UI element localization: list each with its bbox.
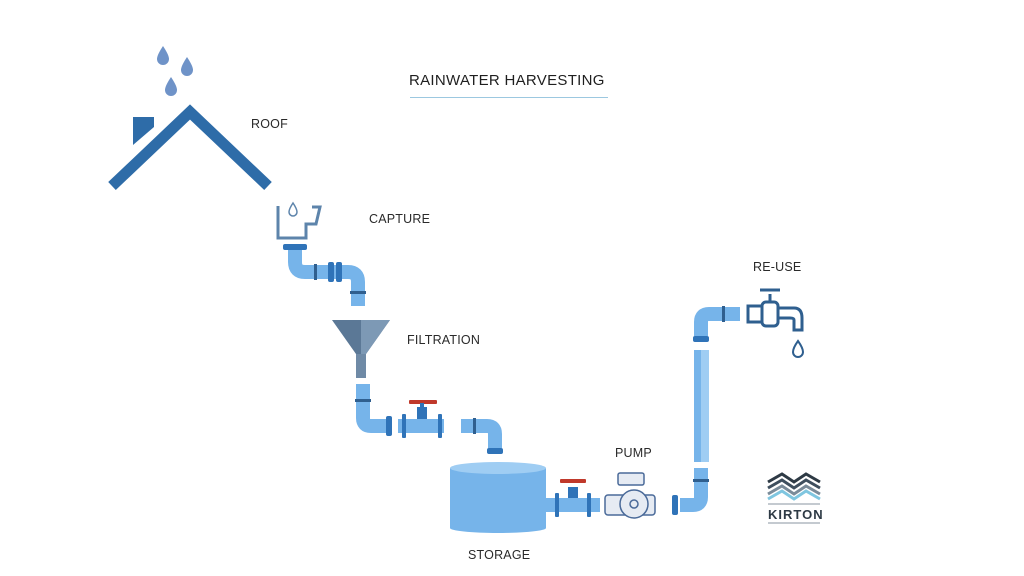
capture-pipe [283, 244, 366, 306]
kirton-logo-icon [767, 472, 821, 524]
stage-label-storage: STORAGE [468, 548, 531, 562]
rain-drops-icon [157, 46, 193, 96]
logo-text: KIRTON [768, 507, 824, 522]
diagram-title: RAINWATER HARVESTING [409, 72, 605, 89]
reuse-pipe [672, 306, 740, 515]
capture-gutter-icon [276, 201, 322, 240]
pump-icon [604, 472, 656, 519]
storage-pump-pipe [546, 479, 600, 517]
title-underline [410, 97, 608, 98]
storage-tank-icon [450, 462, 546, 533]
stage-label-reuse: RE-USE [753, 260, 802, 274]
filtration-pipe [355, 384, 503, 454]
valve-handle [409, 400, 437, 404]
stage-label-roof: ROOF [251, 117, 288, 131]
stage-label-filtration: FILTRATION [407, 333, 481, 347]
stage-label-capture: CAPTURE [369, 212, 431, 226]
faucet-icon [746, 288, 805, 358]
stage-label-pump: PUMP [615, 446, 652, 460]
roof-icon [108, 104, 272, 190]
filtration-funnel-icon [332, 320, 390, 378]
valve-handle [560, 479, 586, 483]
